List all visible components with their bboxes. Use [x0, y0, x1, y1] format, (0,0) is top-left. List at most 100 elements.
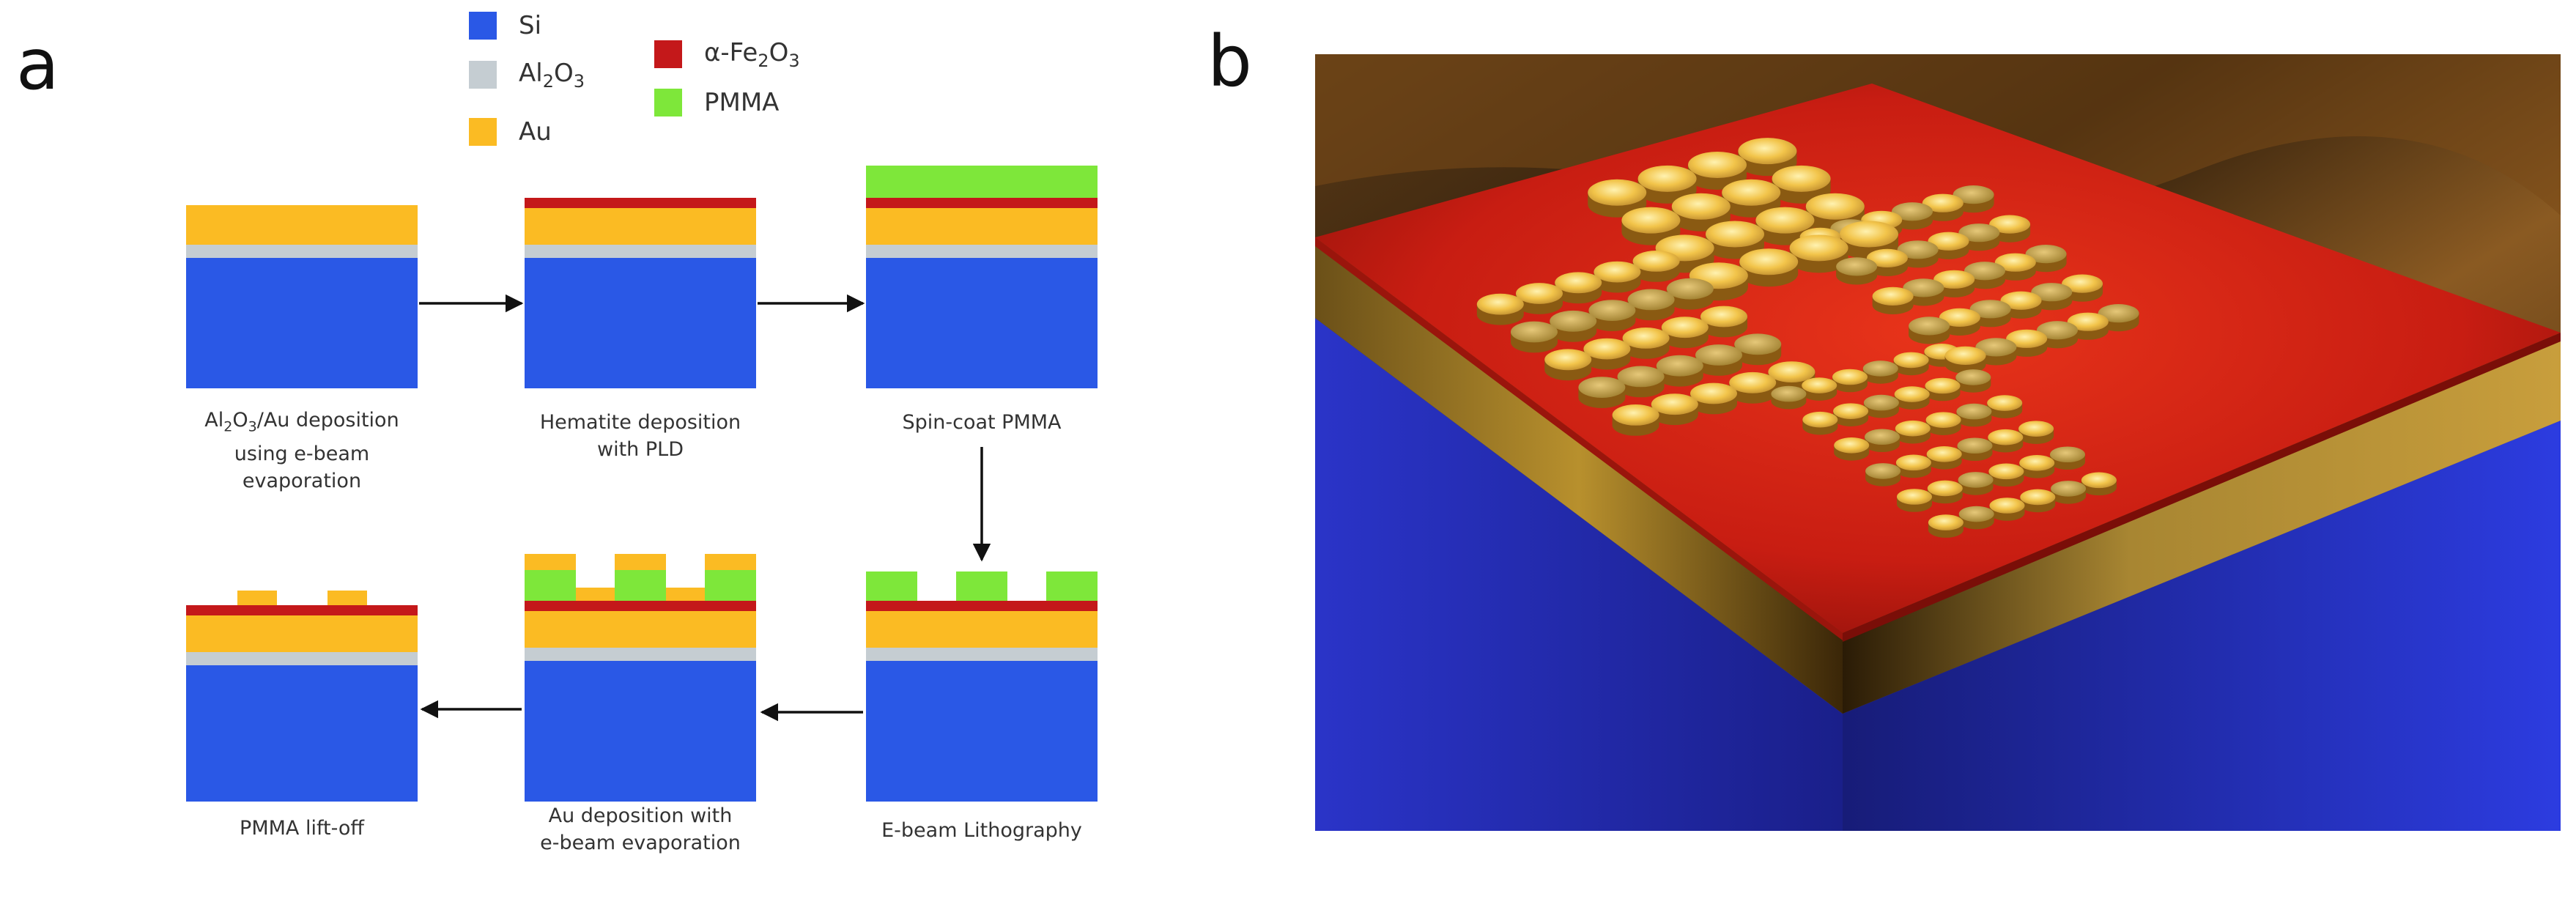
- au-nanodisc: [1617, 366, 1665, 398]
- au-nanodisc: [1695, 344, 1742, 376]
- layer-au-disc: [237, 591, 277, 605]
- fe2o3-left-edge: [1315, 237, 1843, 640]
- au-nanodisc: [1893, 352, 1929, 376]
- au-nanodisc: [1729, 371, 1777, 404]
- legend-item-al2o3: Al2O3: [469, 59, 585, 92]
- au-nanodisc: [1865, 429, 1900, 453]
- au-nanodisc: [1895, 420, 1931, 444]
- layer-al2o3: [525, 245, 756, 258]
- au-nanodisc: [2019, 455, 2055, 478]
- legend-swatch-fe2o3: [654, 40, 682, 69]
- au-nanodisc: [1789, 234, 1848, 273]
- au-nanodisc: [1583, 338, 1631, 370]
- layer-al2o3: [186, 245, 418, 258]
- au-nanodisc: [2018, 421, 2054, 444]
- au-nanodisc: [1739, 248, 1799, 287]
- au-nanodisc: [1666, 278, 1714, 310]
- layer-si: [525, 661, 756, 802]
- layer-pmma: [866, 166, 1098, 198]
- legend-item-si: Si: [469, 11, 541, 40]
- au-nanodisc: [1802, 377, 1837, 401]
- au-nanodisc: [1832, 369, 1868, 393]
- layer-si: [525, 258, 756, 388]
- layer-au-top: [615, 554, 666, 570]
- layer-al2o3: [866, 648, 1098, 661]
- au-nanodisc: [2006, 329, 2048, 357]
- au-nanodisc: [1958, 472, 1994, 495]
- au-nanodisc: [1700, 306, 1747, 338]
- au-nanodisc: [1836, 257, 1878, 285]
- layer-au: [525, 611, 756, 648]
- layer-au: [866, 611, 1098, 648]
- legend-item-fe2o3: α-Fe2O3: [654, 38, 800, 71]
- au-nanodisc-array: [1476, 138, 2139, 538]
- au-nanodisc: [2098, 304, 2139, 332]
- au-nanodisc: [1661, 317, 1709, 349]
- stack-step-2: [525, 198, 756, 388]
- au-nanodisc: [1955, 369, 1991, 393]
- layer-au-top: [705, 554, 756, 570]
- layer-si: [866, 258, 1098, 388]
- layer-si: [866, 661, 1098, 802]
- legend-swatch-si: [469, 12, 497, 40]
- au-nanodisc: [1944, 346, 1986, 374]
- layer-au-gap: [666, 588, 705, 601]
- au-nanodisc: [1862, 360, 1898, 384]
- au-nanodisc: [1872, 286, 1914, 314]
- au-nanodisc: [1957, 437, 1993, 462]
- au-nanodisc: [1588, 300, 1636, 332]
- au-nanodisc: [1612, 404, 1659, 436]
- au-nanodisc: [1627, 289, 1675, 321]
- stack-step-4: [866, 571, 1098, 802]
- layer-pmma-block: [956, 571, 1007, 601]
- layer-pmma-block: [1046, 571, 1098, 601]
- au-right-face: [1843, 333, 2561, 714]
- au-nanodisc: [1863, 394, 1899, 418]
- au-nanodisc: [1690, 382, 1737, 415]
- au-nanodisc: [1927, 480, 1963, 504]
- au-nanodisc: [1988, 463, 2024, 487]
- si-block-left-face: [1315, 318, 1843, 831]
- layer-au-disc: [327, 591, 367, 605]
- au-nanodisc: [1925, 377, 1961, 402]
- stack-step-5: [525, 554, 756, 802]
- layer-au: [866, 208, 1098, 245]
- au-nanodisc: [1516, 283, 1563, 314]
- au-nanodisc: [1632, 251, 1680, 282]
- au-nanodisc: [1925, 412, 1961, 435]
- legend-item-au: Au: [469, 117, 552, 147]
- au-nanodisc: [2020, 489, 2056, 513]
- caption-step-2: Hematite deposition with PLD: [539, 411, 741, 461]
- panel-label-b: b: [1207, 21, 1252, 103]
- au-nanodisc: [2051, 481, 2087, 504]
- au-nanodisc: [1926, 446, 1962, 470]
- au-nanodisc: [2081, 472, 2117, 496]
- layer-au: [186, 615, 418, 652]
- au-nanodisc: [1594, 261, 1641, 293]
- legend-swatch-al2o3: [469, 61, 497, 89]
- layer-fe2o3: [525, 198, 756, 208]
- legend-label-fe2o3: α-Fe2O3: [704, 38, 800, 71]
- au-nanodisc: [1771, 385, 1807, 410]
- au-nanodisc: [1865, 463, 1901, 487]
- au-nanodisc: [1897, 489, 1932, 512]
- au-nanodisc: [1555, 272, 1602, 304]
- au-nanodisc: [1511, 321, 1558, 353]
- stack-step-6: [186, 591, 418, 802]
- caption-step-6: PMMA lift-off: [240, 817, 364, 840]
- si-block-right-face: [1843, 421, 2561, 831]
- au-nanodisc: [1895, 454, 1931, 478]
- layer-si: [186, 258, 418, 388]
- caption-step-3: Spin-coat PMMA: [902, 411, 1062, 434]
- au-nanodisc: [1805, 193, 1865, 232]
- fe2o3-right-edge: [1843, 333, 2561, 642]
- au-nanodisc: [1734, 333, 1782, 366]
- layer-pmma-block: [866, 571, 917, 601]
- au-nanodisc: [1987, 395, 2023, 418]
- au-nanodisc: [1988, 429, 2024, 453]
- au-nanodisc: [1909, 317, 1950, 344]
- au-nanodisc: [1958, 506, 1994, 530]
- au-nanodisc: [1651, 393, 1698, 426]
- legend-label-al2o3: Al2O3: [519, 59, 585, 92]
